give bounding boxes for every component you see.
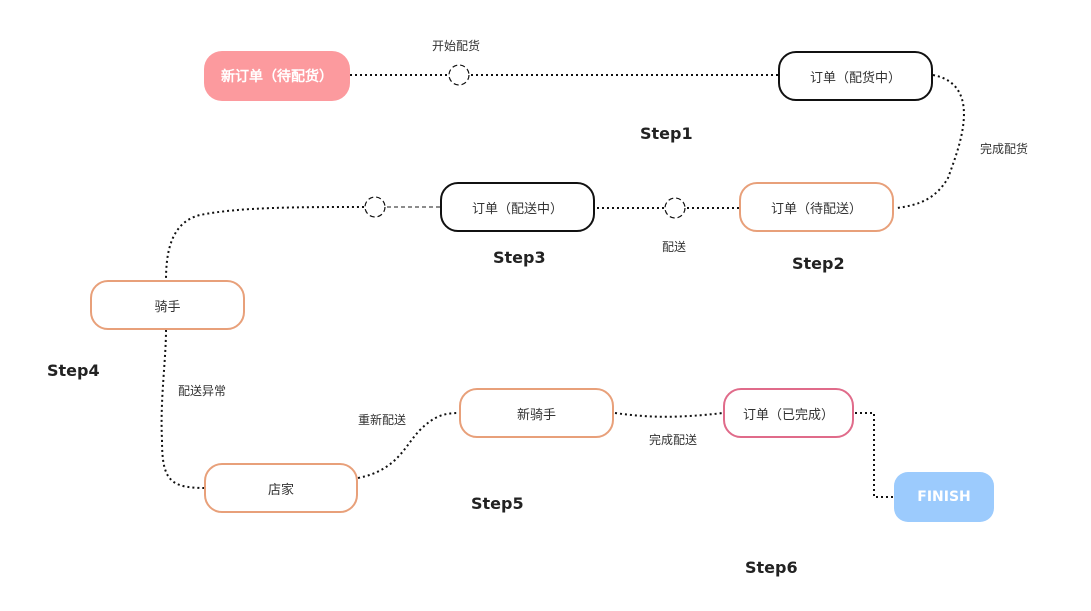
step-label-1: Step1 — [640, 124, 693, 143]
step-label-3: Step3 — [493, 248, 546, 267]
edge-label-finish-delivery: 完成配送 — [649, 433, 698, 447]
connector-new-rider-to-done — [614, 412, 724, 418]
waypoint-deliver — [664, 197, 686, 219]
step-label-4: Step4 — [47, 361, 100, 380]
waypoint-start-picking — [448, 64, 470, 86]
node-order-done: 订单（已完成） — [723, 388, 854, 438]
edge-label-redeliver: 重新配送 — [358, 413, 407, 427]
connector-rider-to-store — [160, 329, 206, 489]
connector-store-to-new-rider — [357, 412, 461, 479]
edge-label-start-picking: 开始配货 — [432, 39, 481, 53]
edge-label-deliver: 配送 — [662, 240, 687, 254]
node-store: 店家 — [204, 463, 358, 513]
connector-picking-to-to-deliver — [896, 74, 965, 209]
step-label-5: Step5 — [471, 494, 524, 513]
edge-label-finish-picking: 完成配货 — [980, 142, 1029, 156]
node-order-to-deliver: 订单（待配送） — [739, 182, 894, 232]
node-order-picking: 订单（配货中） — [778, 51, 933, 101]
node-order-delivering: 订单（配送中） — [440, 182, 595, 232]
node-new-rider: 新骑手 — [459, 388, 614, 438]
connector-to-rider — [165, 206, 365, 281]
edge-label-delivery-exception: 配送异常 — [178, 384, 227, 398]
step-label-2: Step2 — [792, 254, 845, 273]
node-rider: 骑手 — [90, 280, 245, 330]
node-finish: FINISH — [894, 472, 994, 522]
waypoint-delivering-out — [364, 196, 386, 218]
connector-done-to-finish — [855, 412, 894, 498]
node-new-order: 新订单（待配货） — [204, 51, 350, 101]
step-label-6: Step6 — [745, 558, 798, 577]
